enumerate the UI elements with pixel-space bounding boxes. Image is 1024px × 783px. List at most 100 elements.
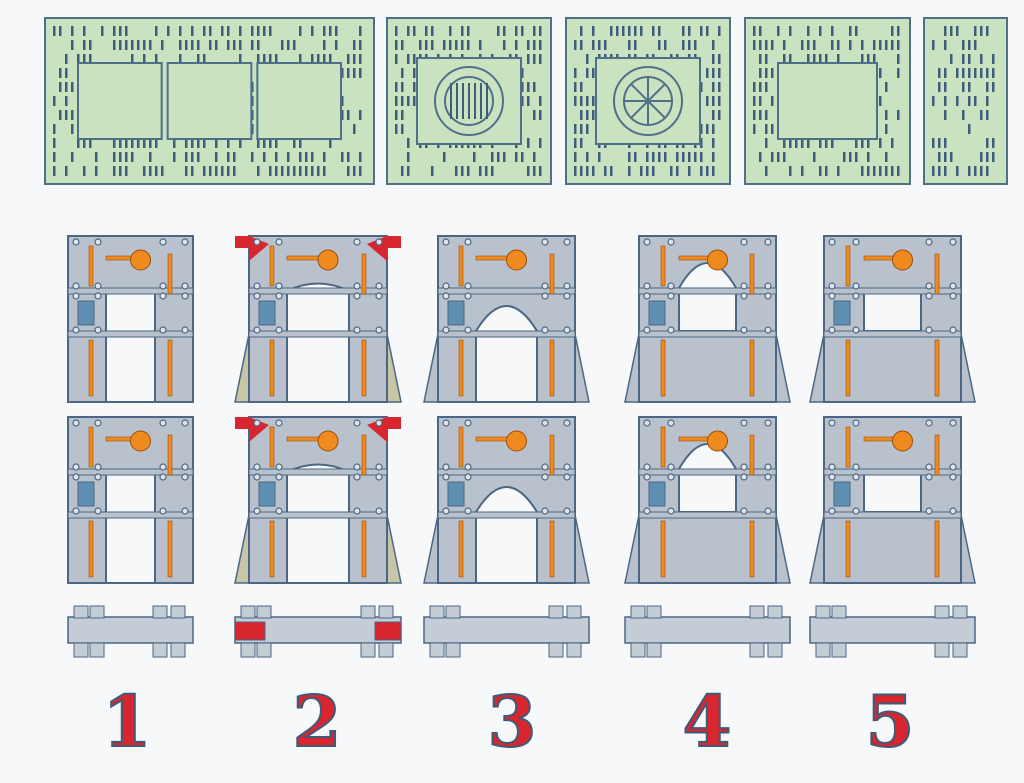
wall-1-row-2 — [68, 417, 193, 583]
grate-slot — [956, 166, 959, 176]
grate-slot — [580, 40, 583, 50]
grate-slot — [539, 166, 542, 176]
grate-slot — [574, 124, 577, 134]
grate-slot — [992, 68, 995, 78]
grate-slot — [71, 82, 74, 92]
bolt — [73, 293, 79, 299]
bolt — [741, 293, 747, 299]
grate-slot — [765, 68, 768, 78]
grate-slot — [413, 68, 416, 78]
control-panel — [448, 482, 464, 506]
grate-slot — [885, 40, 888, 50]
grate-slot — [891, 166, 894, 176]
beam-band — [824, 469, 961, 475]
valve-wheel — [507, 431, 527, 451]
grate-slot — [533, 82, 536, 92]
grate-slot — [347, 68, 350, 78]
grate-slot — [101, 26, 104, 36]
grate-slot — [59, 82, 62, 92]
bolt — [926, 327, 932, 333]
bolt — [564, 508, 570, 514]
grate-slot — [688, 26, 691, 36]
bolt — [542, 420, 548, 426]
beam-band — [249, 331, 387, 337]
bolt — [765, 293, 771, 299]
base-strip — [68, 617, 193, 643]
pipe — [270, 340, 274, 396]
grate-slot — [347, 110, 350, 120]
grate-slot — [323, 40, 326, 50]
grate-slot — [119, 152, 122, 162]
grate-slot — [269, 26, 272, 36]
grate-slot — [932, 138, 935, 148]
grate-slot — [53, 138, 56, 148]
bolt — [950, 474, 956, 480]
bolt — [354, 283, 360, 289]
bolt — [443, 508, 449, 514]
grate-slot — [167, 26, 170, 36]
grate-slot — [353, 124, 356, 134]
beam-band — [438, 512, 575, 518]
beam-band — [639, 331, 776, 337]
grate-slot — [759, 54, 762, 64]
bolt — [853, 239, 859, 245]
grate-slot — [479, 166, 482, 176]
grate-slot — [305, 166, 308, 176]
bolt — [564, 327, 570, 333]
control-panel — [834, 301, 850, 325]
valve-wheel — [507, 250, 527, 270]
grate-slot — [395, 40, 398, 50]
grate-slot — [610, 26, 613, 36]
grate-slot — [95, 152, 98, 162]
bolt — [160, 239, 166, 245]
grate-slot — [395, 82, 398, 92]
grate-slot — [771, 68, 774, 78]
grate-slot — [65, 110, 68, 120]
control-panel — [259, 301, 275, 325]
grate-slot — [257, 40, 260, 50]
bolt — [376, 327, 382, 333]
grate-slot — [712, 54, 715, 64]
bolt — [765, 464, 771, 470]
grate-slot — [281, 40, 284, 50]
grate-slot — [185, 152, 188, 162]
grate-slot — [287, 40, 290, 50]
grate-slot — [251, 40, 254, 50]
base-peg — [241, 606, 255, 618]
bolt — [668, 293, 674, 299]
bolt — [254, 293, 260, 299]
bolt — [160, 293, 166, 299]
bolt — [644, 283, 650, 289]
grate-slot — [944, 110, 947, 120]
pipe — [168, 521, 172, 577]
grate-slot — [765, 82, 768, 92]
base-peg — [446, 606, 460, 618]
grate-slot — [185, 40, 188, 50]
grate-slot — [712, 152, 715, 162]
pipe — [661, 521, 665, 577]
bolt — [950, 327, 956, 333]
bolt — [465, 293, 471, 299]
grate-slot — [527, 82, 530, 92]
grate-slot — [407, 152, 410, 162]
grate-slot — [299, 152, 302, 162]
bolt — [443, 420, 449, 426]
bolt — [668, 464, 674, 470]
grate-slot — [879, 40, 882, 50]
beam-band — [68, 512, 193, 518]
arch-opening — [287, 465, 349, 584]
grate-slot — [879, 138, 882, 148]
grate-slot — [347, 152, 350, 162]
grate-slot — [197, 40, 200, 50]
bolt — [765, 508, 771, 514]
bolt — [853, 508, 859, 514]
grate-slot — [407, 166, 410, 176]
grate-slot — [359, 54, 362, 64]
pipe — [935, 254, 939, 294]
bolt — [668, 474, 674, 480]
solid-plate — [778, 63, 877, 139]
bolt — [668, 327, 674, 333]
base-peg — [257, 606, 271, 618]
grate-slot — [962, 68, 965, 78]
bolt — [73, 474, 79, 480]
